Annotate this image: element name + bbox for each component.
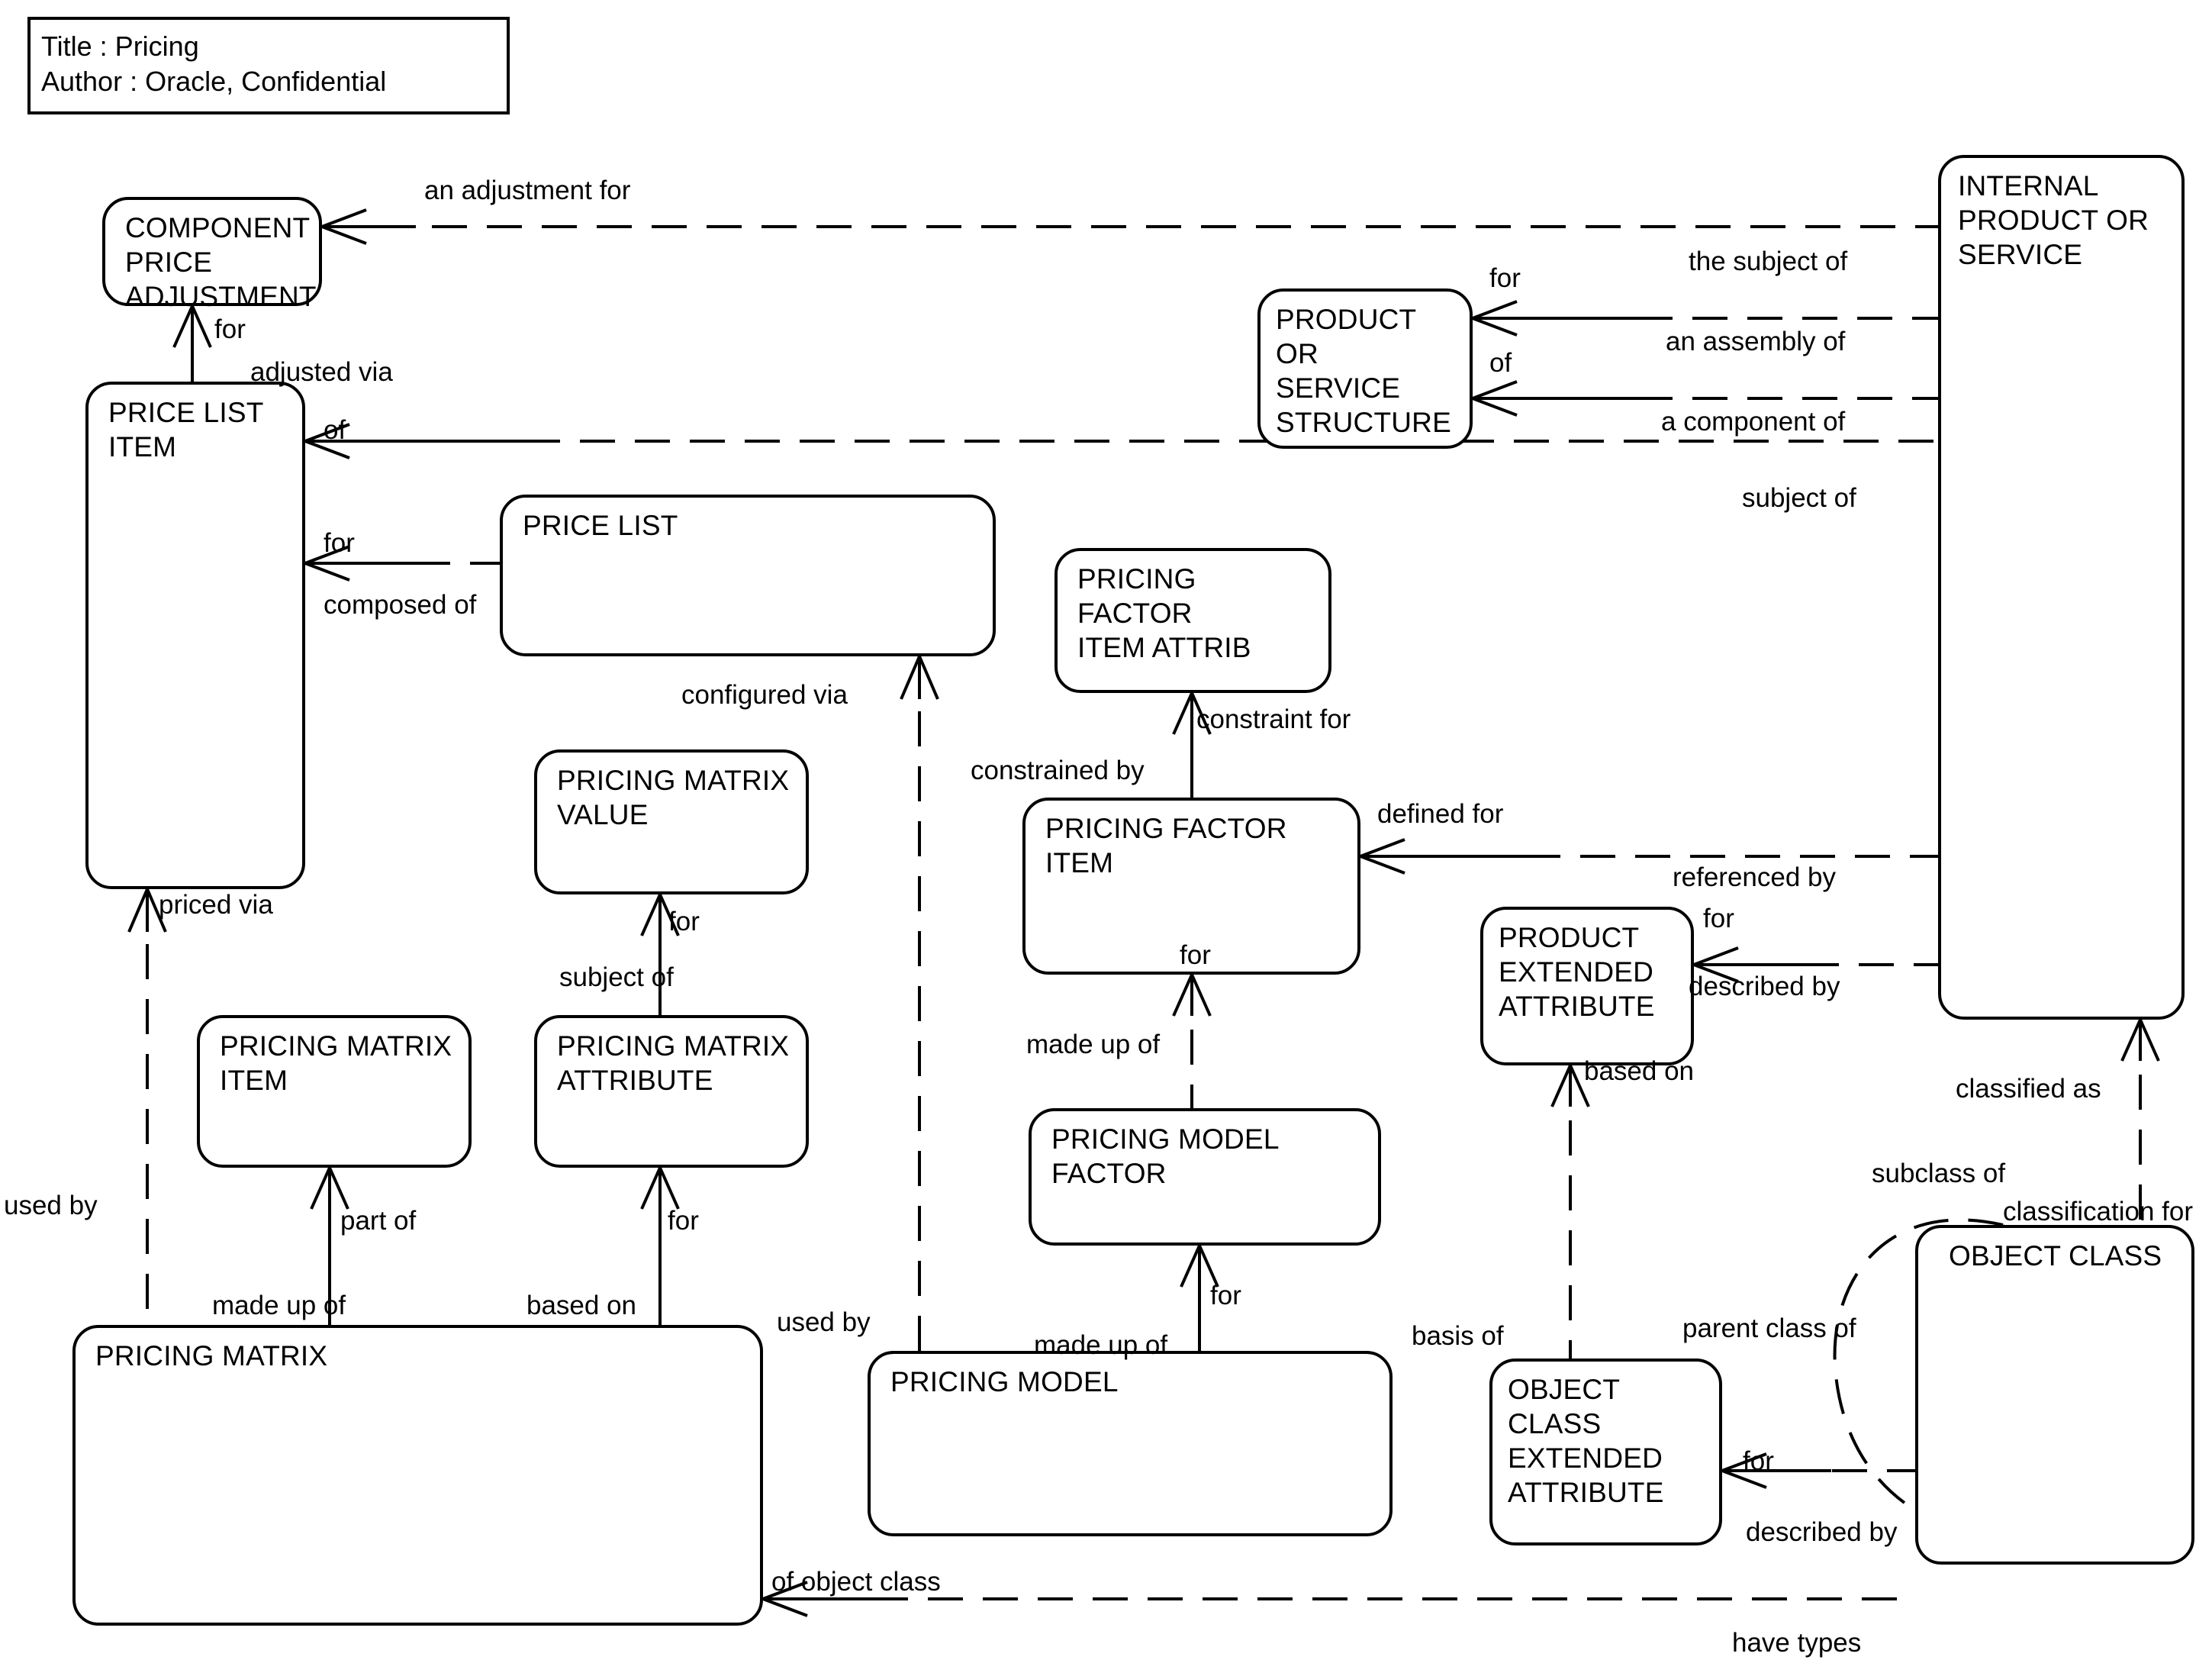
crowsfoot-pos-assembly [1472,300,1518,337]
label-for-product-extended-attribute: for [1703,904,1734,933]
label-the-subject-of: the subject of [1689,247,1848,276]
crowsfoot-pos-component [1472,380,1518,417]
label-parent-class-of: parent class of [1682,1313,1856,1343]
crowsfoot-pea-right [1693,946,1739,983]
label-for-pricing-matrix-attribute: for [668,1206,699,1236]
entity-price-list-item[interactable]: PRICE LIST ITEM [85,382,305,889]
title-block: Title : Pricing Author : Oracle, Confide… [27,17,510,114]
label-priced-via: priced via [159,890,273,920]
crowsfoot-pfia-bottom [1172,692,1212,735]
label-basis-of: basis of [1412,1321,1504,1351]
label-for-pricing-model-factor: for [1210,1281,1241,1310]
label-made-up-of-pricing-matrix-item: made up of [212,1291,346,1320]
label-classified-as: classified as [1956,1074,2101,1104]
label-for-component-price-adjustment: for [214,314,246,344]
label-subject-of-pricing-matrix-attribute: subject of [559,962,674,992]
label-for-object-class-extended-attribute: for [1743,1446,1774,1476]
label-of-product-or-service-structure: of [1489,348,1512,378]
crowsfoot-pli-of [304,423,350,459]
crowsfoot-pea-bottom [1550,1065,1590,1107]
crowsfoot-pma-bottom [640,1167,680,1210]
entity-product-or-service-structure[interactable]: PRODUCT OR SERVICE STRUCTURE [1257,288,1473,449]
entity-product-extended-attribute[interactable]: PRODUCT EXTENDED ATTRIBUTE [1480,907,1694,1065]
entity-pricing-model-factor[interactable]: PRICING MODEL FACTOR [1029,1108,1381,1246]
line-object-class-recursive [1833,1218,2004,1534]
label-adjusted-via: adjusted via [250,357,393,387]
label-defined-for: defined for [1377,799,1504,829]
crowsfoot-ipos-bottom [2120,1019,2160,1062]
label-used-by-left: used by [4,1191,98,1220]
crowsfoot-price-list-bottom [900,656,939,700]
crowsfoot-pfi-right [1360,838,1405,875]
entity-pricing-matrix[interactable]: PRICING MATRIX [72,1325,763,1626]
entity-pricing-matrix-attribute[interactable]: PRICING MATRIX ATTRIBUTE [534,1015,809,1168]
crowsfoot-pmv-bottom [640,894,680,936]
label-a-component-of: a component of [1661,407,1846,437]
label-have-types: have types [1732,1628,1862,1658]
label-for-price-list-item: for [324,528,355,558]
entity-pricing-factor-item[interactable]: PRICING FACTOR ITEM [1022,798,1360,975]
entity-component-price-adjustment[interactable]: COMPONENT PRICE ADJUSTMENT [102,197,322,312]
crowsfoot-pmi-bottom [310,1167,349,1210]
label-for-pricing-factor-item: for [1180,940,1211,970]
entity-pricing-matrix-item[interactable]: PRICING MATRIX ITEM [197,1015,472,1168]
label-described-by-product-extended-attribute: described by [1689,972,1840,1001]
crowsfoot-pli-bottom [127,888,167,933]
label-constraint-for: constraint for [1196,704,1351,734]
label-for-product-or-service-structure-top: for [1489,263,1521,293]
label-used-by-right: used by [777,1307,871,1337]
crowsfoot-ocea-right [1721,1452,1767,1489]
entity-pricing-model[interactable]: PRICING MODEL [868,1351,1393,1536]
crowsfoot-pmf-bottom [1180,1245,1219,1288]
label-made-up-of-pricing-model-factor: made up of [1034,1330,1168,1360]
label-for-pricing-matrix-value: for [668,907,700,936]
label-an-adjustment-for: an adjustment for [424,176,631,205]
label-configured-via: configured via [681,680,848,710]
label-based-on-product-extended-attribute: based on [1584,1056,1695,1086]
entity-object-class[interactable]: OBJECT CLASS [1915,1225,2194,1565]
crowsfoot-pfi-bottom [1172,974,1212,1017]
entity-pricing-factor-item-attrib[interactable]: PRICING FACTOR ITEM ATTRIB [1054,548,1331,693]
entity-object-class-extended-attribute[interactable]: OBJECT CLASS EXTENDED ATTRIBUTE [1489,1359,1722,1545]
label-based-on-pricing-matrix-attribute: based on [526,1291,637,1320]
label-composed-of: composed of [324,590,477,620]
crowsfoot-pricing-matrix-right [762,1581,808,1617]
label-part-of: part of [340,1206,417,1236]
label-of-object-class: of object class [771,1567,941,1597]
label-constrained-by: constrained by [971,756,1145,785]
crowsfoot-cpa-bottom [172,305,212,348]
label-of-price-list-item: of [324,415,346,445]
entity-pricing-matrix-value[interactable]: PRICING MATRIX VALUE [534,749,809,894]
label-subclass-of: subclass of [1872,1159,2006,1188]
label-subject-of-internal-product: subject of [1742,483,1856,513]
entity-price-list[interactable]: PRICE LIST [500,495,996,656]
crowsfoot-pli-for [304,545,350,582]
label-an-assembly-of: an assembly of [1666,327,1846,356]
label-classification-for: classification for [2003,1197,2193,1226]
label-referenced-by: referenced by [1673,862,1837,892]
label-described-by-object-class-extended-attribute: described by [1746,1517,1898,1547]
label-made-up-of-pricing-factor-item: made up of [1026,1030,1161,1059]
entity-internal-product-or-service[interactable]: INTERNAL PRODUCT OR SERVICE [1938,155,2185,1020]
